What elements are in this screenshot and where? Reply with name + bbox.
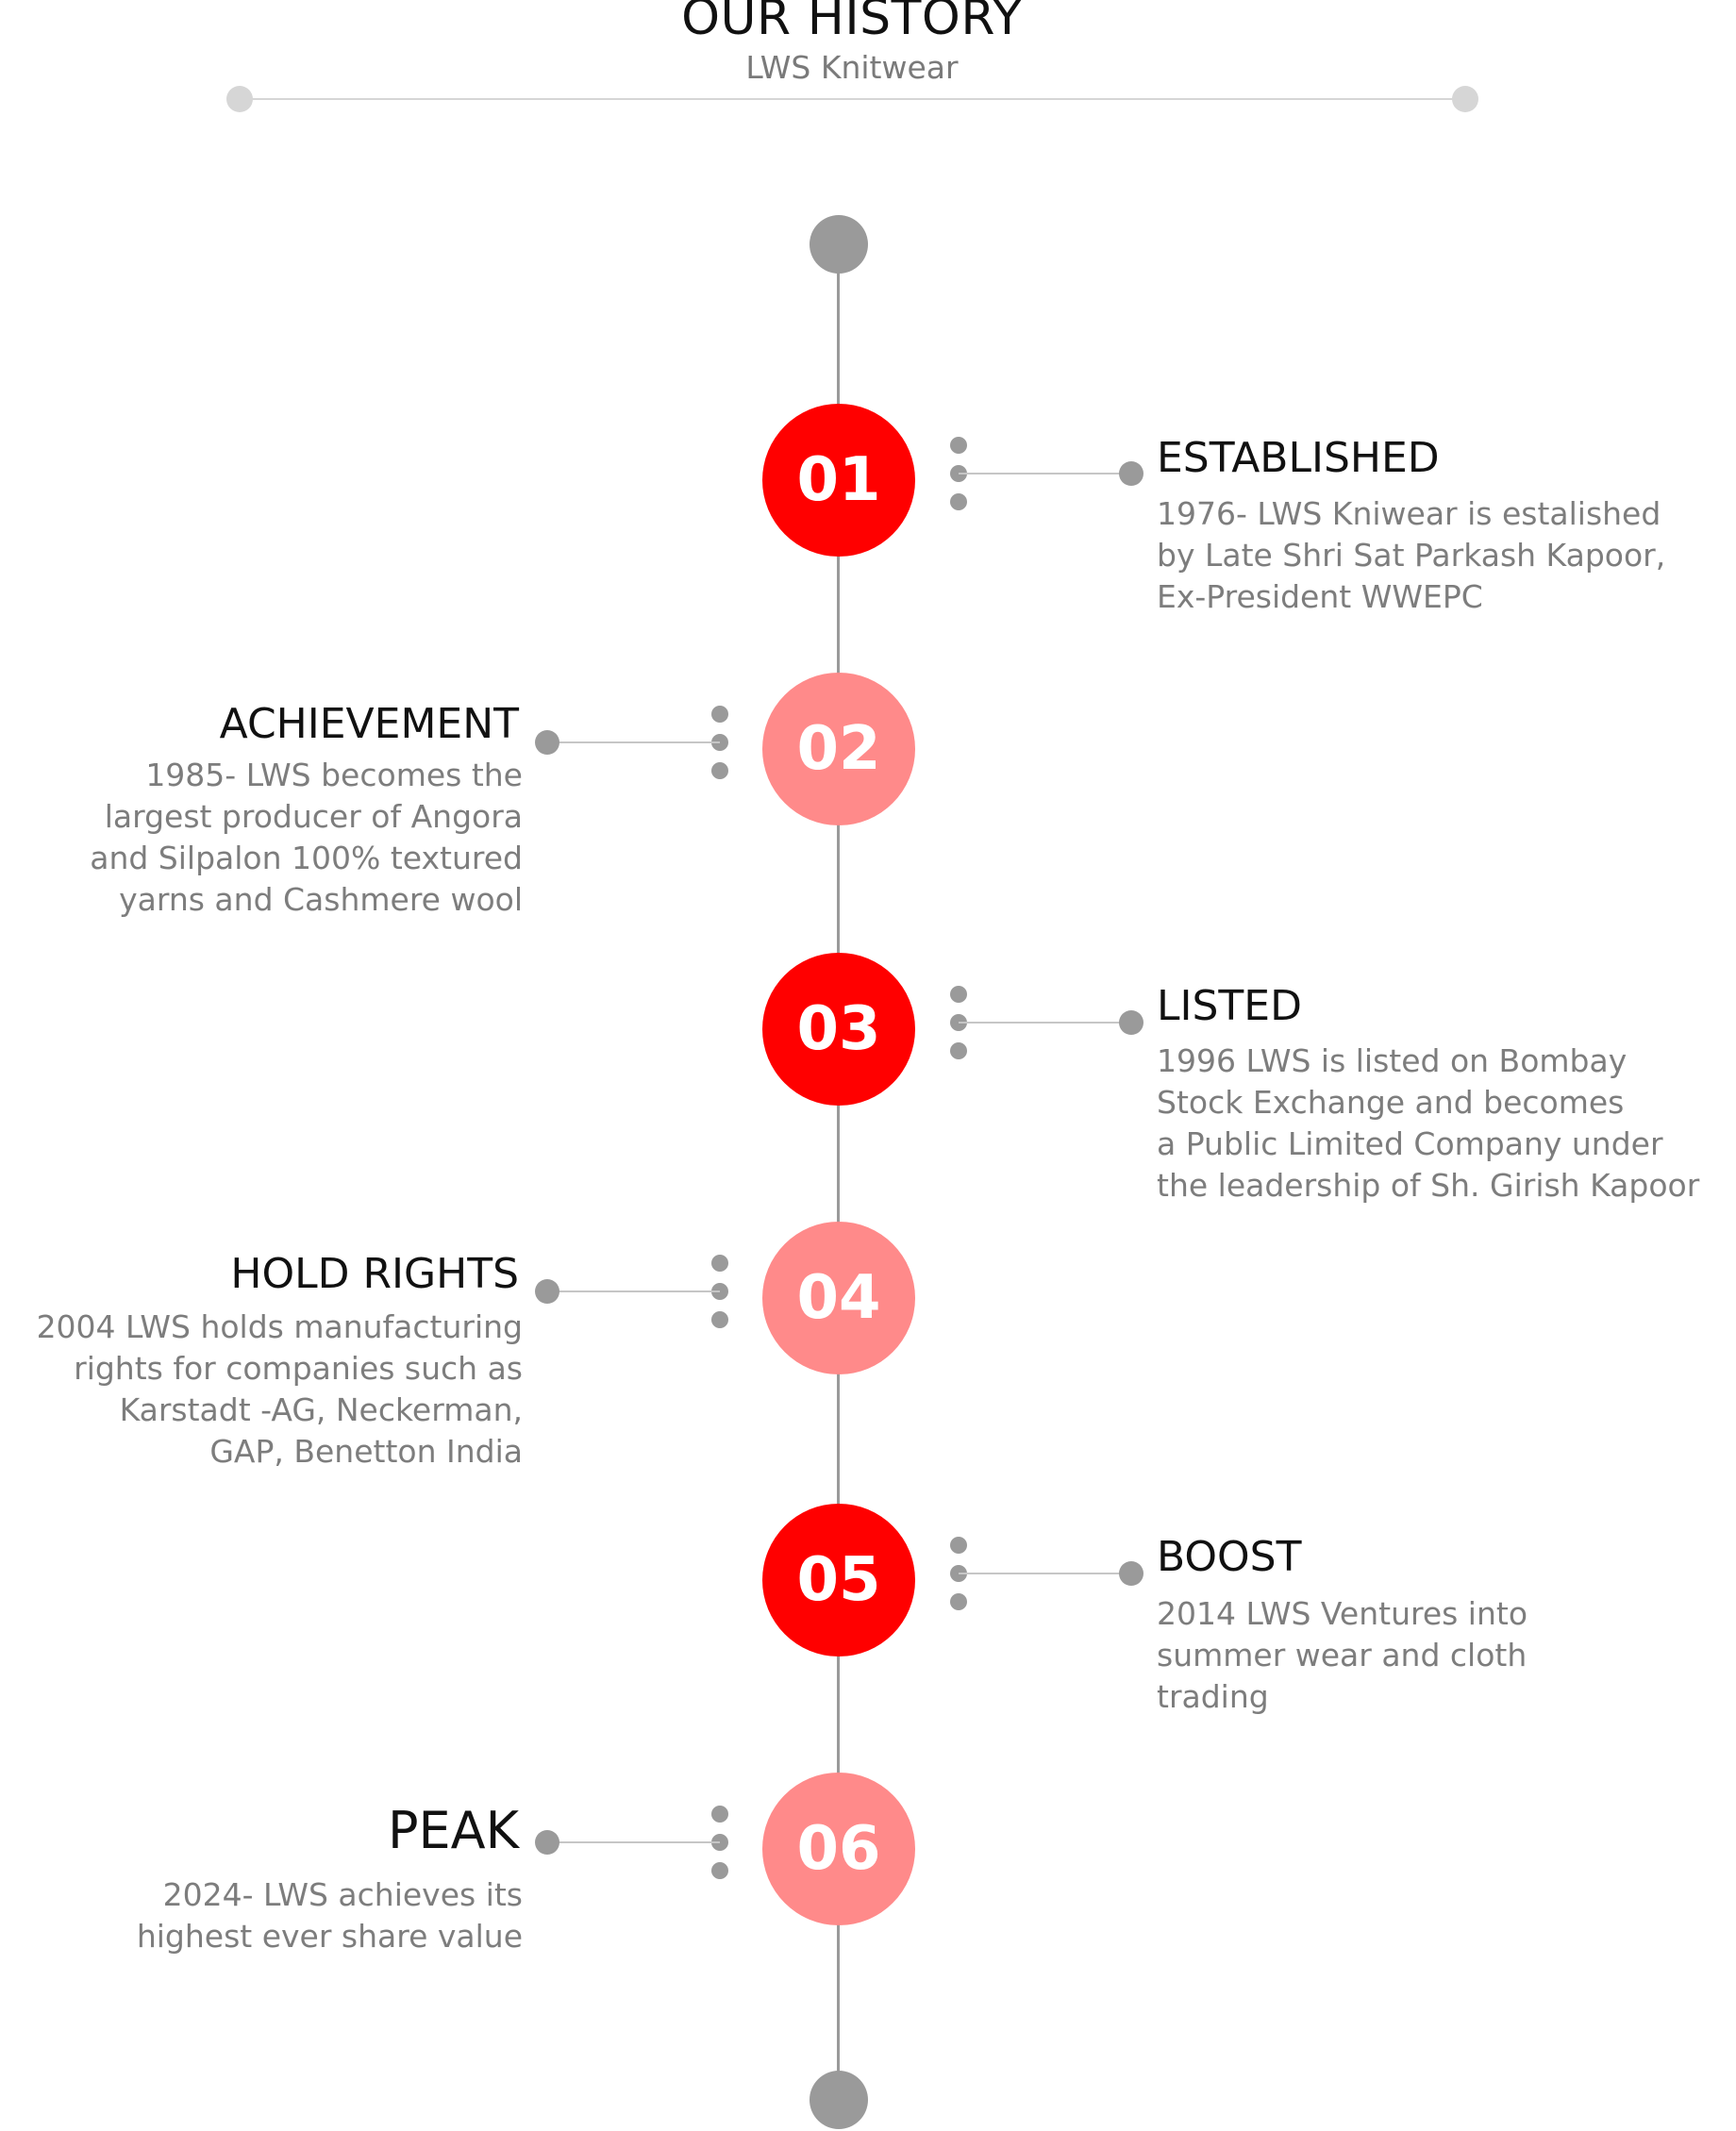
milestone-05-heading: BOOST	[1157, 1533, 1302, 1581]
milestone-04-badge: 04	[762, 1222, 915, 1374]
milestone-04-connector-line	[547, 1290, 720, 1292]
milestone-06-badge: 06	[762, 1773, 915, 1925]
milestone-02-desc-line: largest producer of Angora	[104, 798, 523, 835]
milestone-03-description: 1996 LWS is listed on Bombay Stock Excha…	[1157, 1041, 1699, 1207]
milestone-04-desc-line: rights for companies such as	[74, 1350, 523, 1387]
header-divider-left-dot	[226, 86, 253, 112]
milestone-01-description: 1976- LWS Kniwear is estalished by Late …	[1157, 493, 1665, 618]
milestone-02-badge: 02	[762, 673, 915, 825]
milestone-02-description: 1985- LWS becomes the largest producer o…	[90, 755, 523, 921]
milestone-05-connector-end-dot	[1119, 1561, 1143, 1586]
milestone-01-badge: 01	[762, 404, 915, 557]
page-title: OUR HISTORY	[681, 0, 1023, 46]
milestone-05-description: 2014 LWS Ventures into summer wear and c…	[1157, 1593, 1527, 1718]
milestone-06-heading: PEAK	[387, 1801, 519, 1860]
header-divider-right-dot	[1452, 86, 1478, 112]
milestone-02-connector-end-dot	[535, 730, 559, 755]
milestone-03-connector-dot	[950, 986, 967, 1003]
milestone-02-desc-line: 1985- LWS becomes the	[145, 757, 523, 793]
milestone-04-desc-line: Karstadt -AG, Neckerman,	[119, 1391, 523, 1428]
milestone-06-connector-line	[547, 1841, 720, 1843]
milestone-04-heading: HOLD RIGHTS	[230, 1250, 519, 1298]
milestone-02-desc-line: and Silpalon 100% textured	[90, 840, 523, 876]
milestone-02-connector-dot	[711, 706, 728, 723]
milestone-03-desc-line: Stock Exchange and becomes	[1157, 1084, 1625, 1121]
milestone-06-desc-line: 2024- LWS achieves its	[162, 1876, 523, 1913]
milestone-02-desc-line: yarns and Cashmere wool	[119, 881, 523, 918]
milestone-06-connector-dot	[711, 1806, 728, 1823]
milestone-04-desc-line: GAP, Benetton India	[209, 1433, 523, 1470]
milestone-01-connector-dot	[950, 493, 967, 510]
milestone-05-desc-line: 2014 LWS Ventures into	[1157, 1595, 1528, 1632]
milestone-03-desc-line: 1996 LWS is listed on Bombay	[1157, 1042, 1628, 1079]
milestone-01-desc-line: 1976- LWS Kniwear is estalished	[1157, 495, 1661, 532]
milestone-05-connector-dot	[950, 1593, 967, 1610]
milestone-02-connector-dot	[711, 734, 728, 751]
milestone-01-desc-line: Ex-President WWEPC	[1157, 578, 1483, 615]
milestone-03-desc-line: the leadership of Sh. Girish Kapoor	[1157, 1167, 1700, 1204]
milestone-04-connector-dot	[711, 1283, 728, 1300]
milestone-02-connector-line	[547, 741, 720, 743]
milestone-06-connector-end-dot	[535, 1830, 559, 1855]
milestone-06-description: 2024- LWS achieves its highest ever shar…	[137, 1874, 523, 1957]
milestone-05-connector-dot	[950, 1537, 967, 1554]
timeline-end-cap	[810, 2071, 868, 2129]
milestone-04-connector-end-dot	[535, 1279, 559, 1304]
milestone-03-heading: LISTED	[1157, 982, 1302, 1030]
milestone-03-connector-dot	[950, 1042, 967, 1059]
milestone-05-desc-line: trading	[1157, 1678, 1269, 1715]
milestone-01-connector-dot	[950, 437, 967, 454]
timeline-start-cap	[810, 215, 868, 274]
milestone-03-desc-line: a Public Limited Company under	[1157, 1125, 1663, 1162]
page-subtitle: LWS Knitwear	[745, 49, 959, 86]
timeline-spine	[837, 243, 840, 2096]
milestone-04-connector-dot	[711, 1311, 728, 1328]
milestone-05-desc-line: summer wear and cloth	[1157, 1637, 1527, 1673]
milestone-03-badge: 03	[762, 953, 915, 1106]
milestone-02-heading: ACHIEVEMENT	[219, 700, 519, 748]
milestone-04-connector-dot	[711, 1255, 728, 1272]
milestone-01-connector-end-dot	[1119, 461, 1143, 486]
header-divider	[240, 98, 1464, 100]
milestone-06-connector-dot	[711, 1862, 728, 1879]
milestone-04-desc-line: 2004 LWS holds manufacturing	[36, 1308, 523, 1345]
milestone-01-desc-line: by Late Shri Sat Parkash Kapoor,	[1157, 537, 1666, 574]
milestone-03-connector-end-dot	[1119, 1010, 1143, 1035]
milestone-03-connector-line	[959, 1022, 1130, 1024]
milestone-01-connector-line	[959, 473, 1130, 474]
milestone-02-connector-dot	[711, 762, 728, 779]
milestone-06-desc-line: highest ever share value	[136, 1918, 523, 1955]
milestone-05-connector-line	[959, 1573, 1130, 1574]
milestone-04-description: 2004 LWS holds manufacturing rights for …	[37, 1307, 523, 1473]
milestone-05-badge: 05	[762, 1504, 915, 1657]
milestone-01-heading: ESTABLISHED	[1157, 434, 1440, 482]
milestone-06-connector-dot	[711, 1834, 728, 1851]
